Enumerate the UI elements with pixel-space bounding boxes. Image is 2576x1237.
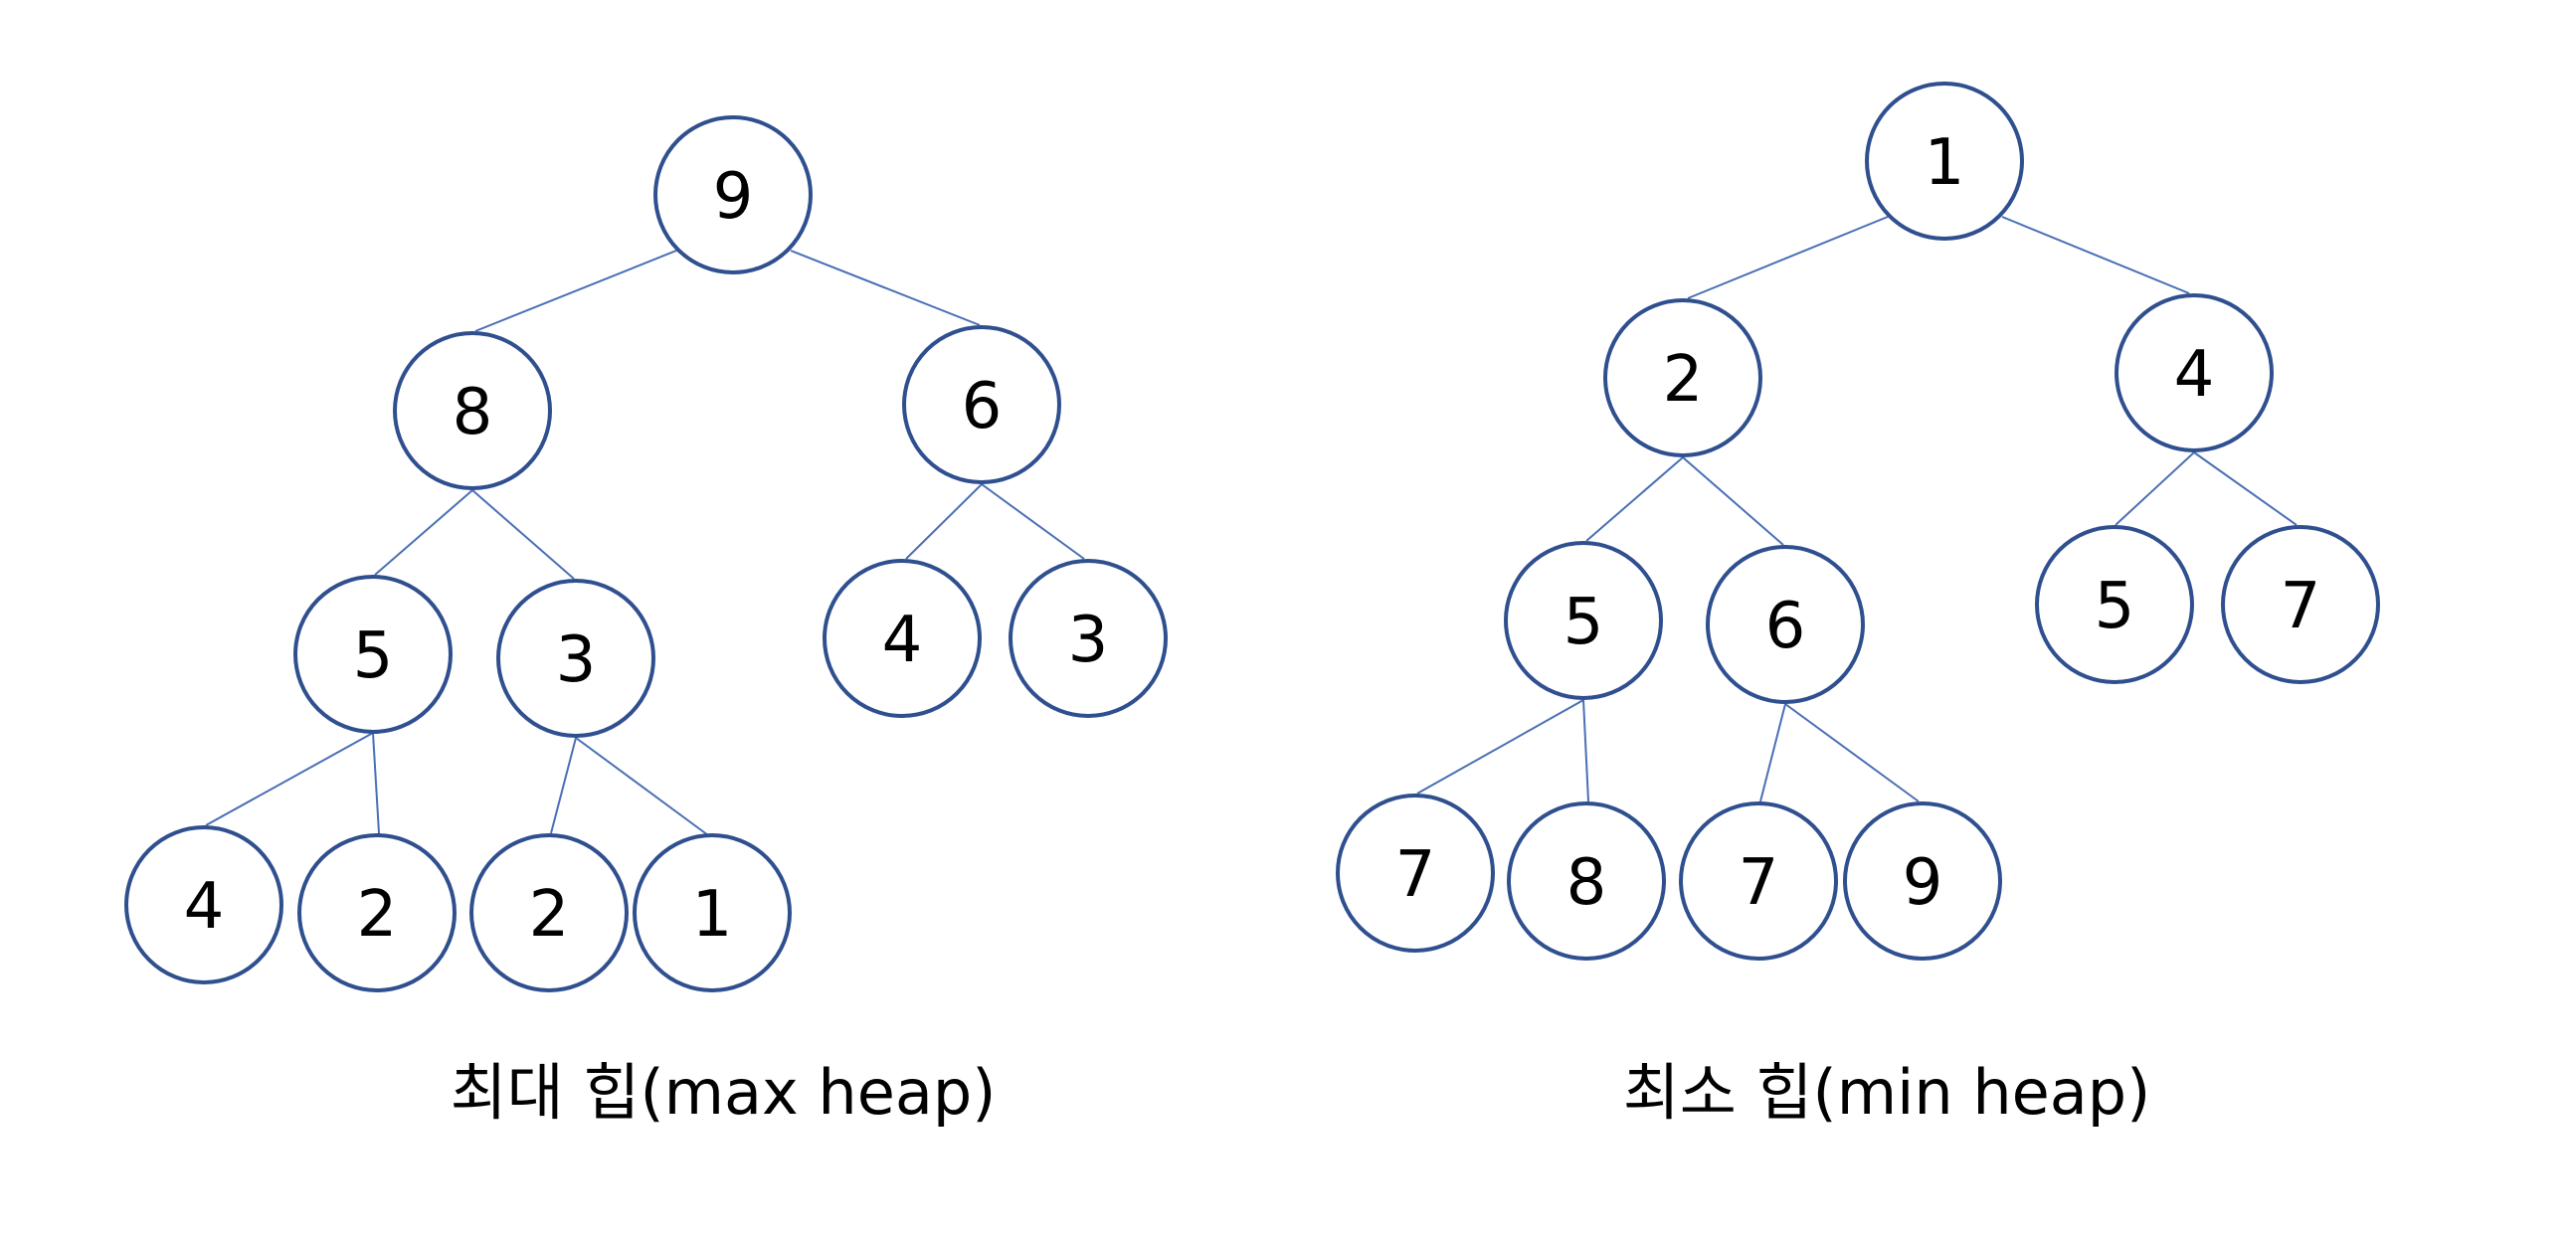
min-heap-edge bbox=[1682, 456, 1784, 546]
max-heap-node-value: 3 bbox=[1068, 604, 1109, 677]
max-heap-node: 4 bbox=[823, 559, 982, 718]
max-heap-node-circle bbox=[496, 579, 655, 738]
max-heap-node-circle bbox=[1009, 559, 1168, 718]
max-heap-node: 9 bbox=[653, 115, 813, 274]
max-heap-edge bbox=[471, 489, 575, 580]
max-heap-node-value: 8 bbox=[453, 376, 493, 449]
min-heap-node-value: 8 bbox=[1566, 846, 1607, 920]
min-heap-node: 6 bbox=[1706, 545, 1865, 704]
nodes-layer: 9 8 6 5 3 4 3 4 2 2 1 1 2 4 5 6 5 7 7 8 7 9 bbox=[124, 82, 2380, 992]
max-heap-node-circle bbox=[293, 575, 453, 734]
max-heap-node-value: 5 bbox=[353, 619, 394, 693]
max-heap-node: 3 bbox=[496, 579, 655, 738]
max-heap-node-value: 2 bbox=[529, 878, 570, 952]
max-heap-node-value: 4 bbox=[882, 604, 923, 677]
min-heap-edge bbox=[2001, 216, 2190, 294]
min-heap-edge bbox=[2115, 451, 2195, 526]
min-heap-node-circle bbox=[1843, 801, 2002, 961]
max-heap-node: 3 bbox=[1009, 559, 1168, 718]
min-heap-node-value: 7 bbox=[1395, 838, 1436, 912]
min-heap-node-circle bbox=[2221, 525, 2380, 684]
min-heap-node-circle bbox=[1865, 82, 2024, 241]
max-heap-node-circle bbox=[653, 115, 813, 274]
min-heap-node-circle bbox=[1706, 545, 1865, 704]
min-heap-edge bbox=[1784, 703, 1920, 802]
max-heap-node-circle bbox=[124, 825, 283, 984]
min-heap-edge bbox=[2193, 451, 2298, 526]
max-heap-edge bbox=[372, 732, 380, 834]
max-heap-edge bbox=[205, 732, 374, 826]
min-heap-node: 7 bbox=[2221, 525, 2380, 684]
min-heap-caption: 최소 힙(min heap) bbox=[1623, 1056, 2151, 1129]
max-heap-edge bbox=[575, 737, 709, 836]
max-heap-node: 8 bbox=[393, 331, 552, 490]
max-heap-node: 2 bbox=[297, 833, 457, 992]
max-heap-edge bbox=[374, 489, 473, 576]
min-heap-node-value: 7 bbox=[1739, 846, 1779, 920]
max-heap-node-value: 2 bbox=[357, 878, 398, 952]
min-heap-edge bbox=[1582, 699, 1589, 802]
max-heap-node-value: 3 bbox=[556, 623, 597, 697]
edges-layer bbox=[205, 216, 2298, 836]
min-heap-node-circle bbox=[1504, 541, 1663, 700]
min-heap-node: 5 bbox=[1504, 541, 1663, 700]
min-heap-node-value: 9 bbox=[1903, 846, 1943, 920]
max-heap-node: 6 bbox=[902, 325, 1061, 484]
min-heap-node: 8 bbox=[1507, 801, 1666, 961]
max-heap-node: 1 bbox=[633, 833, 792, 992]
max-heap-caption: 최대 힙(max heap) bbox=[451, 1056, 997, 1129]
min-heap-edge bbox=[1759, 703, 1786, 802]
min-heap-node-value: 2 bbox=[1663, 343, 1704, 417]
min-heap-node-circle bbox=[2115, 293, 2274, 452]
min-heap-node-circle bbox=[1336, 794, 1495, 953]
min-heap-node: 1 bbox=[1865, 82, 2024, 241]
max-heap-edge bbox=[790, 250, 981, 326]
min-heap-node-circle bbox=[1603, 298, 1762, 457]
max-heap-edge bbox=[474, 250, 677, 332]
min-heap-node: 2 bbox=[1603, 298, 1762, 457]
max-heap-node-circle bbox=[902, 325, 1061, 484]
min-heap-node-value: 7 bbox=[2281, 570, 2321, 643]
min-heap-edge bbox=[1687, 216, 1889, 299]
min-heap-node: 7 bbox=[1679, 801, 1838, 961]
max-heap-node-value: 6 bbox=[962, 370, 1003, 443]
min-heap-node-value: 5 bbox=[1564, 586, 1604, 659]
min-heap-node-circle bbox=[1679, 801, 1838, 961]
min-heap-node-value: 4 bbox=[2174, 338, 2215, 412]
min-heap-node-circle bbox=[2035, 525, 2194, 684]
max-heap-edge bbox=[905, 483, 983, 560]
min-heap-edge bbox=[1416, 699, 1584, 795]
max-heap-node-value: 9 bbox=[713, 160, 754, 234]
min-heap-node-value: 1 bbox=[1925, 126, 1965, 200]
min-heap-node: 9 bbox=[1843, 801, 2002, 961]
min-heap-node-value: 5 bbox=[2095, 570, 2135, 643]
min-heap-node-value: 6 bbox=[1765, 590, 1806, 663]
max-heap-node-circle bbox=[469, 833, 629, 992]
max-heap-edge bbox=[550, 737, 577, 834]
max-heap-node-circle bbox=[393, 331, 552, 490]
max-heap-node: 2 bbox=[469, 833, 629, 992]
min-heap-node-circle bbox=[1507, 801, 1666, 961]
max-heap-edge bbox=[981, 483, 1085, 560]
max-heap-node-circle bbox=[297, 833, 457, 992]
max-heap-node-value: 4 bbox=[184, 870, 225, 944]
max-heap-node-value: 1 bbox=[692, 878, 733, 952]
max-heap-node-circle bbox=[633, 833, 792, 992]
max-heap-node: 5 bbox=[293, 575, 453, 734]
min-heap-node: 5 bbox=[2035, 525, 2194, 684]
min-heap-node: 7 bbox=[1336, 794, 1495, 953]
min-heap-node: 4 bbox=[2115, 293, 2274, 452]
min-heap-edge bbox=[1585, 456, 1684, 542]
max-heap-node: 4 bbox=[124, 825, 283, 984]
max-heap-node-circle bbox=[823, 559, 982, 718]
